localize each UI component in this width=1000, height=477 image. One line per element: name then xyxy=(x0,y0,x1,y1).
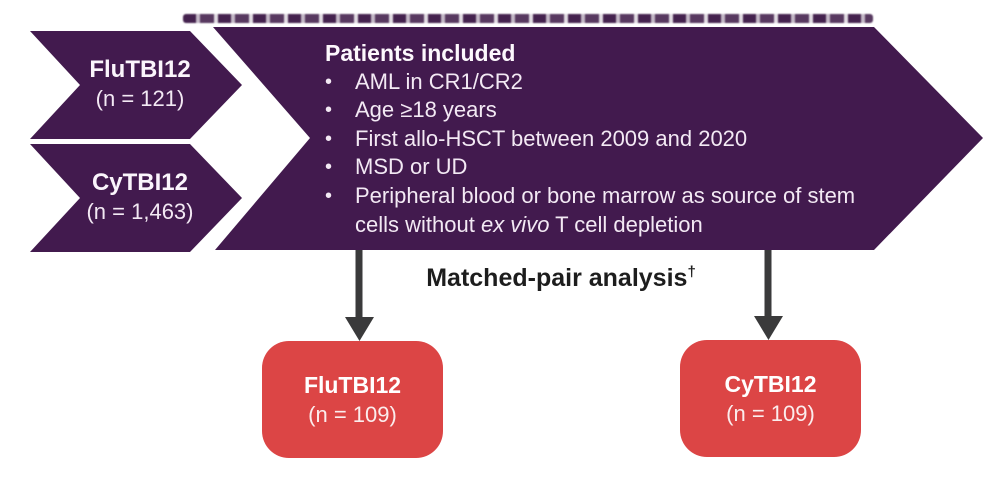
bullet-icon: • xyxy=(325,127,333,150)
cytbi12-chevron-shape xyxy=(30,144,242,252)
flutbi12-source-label: FluTBI12 xyxy=(89,56,191,83)
cytbi12-outcome-box: CyTBI12 (n = 109) xyxy=(680,340,861,457)
artifact-strip xyxy=(183,14,873,23)
cytbi12-outcome-label: CyTBI12 xyxy=(724,370,817,397)
cytbi12-source-group: CyTBI12 (n = 1,463) xyxy=(55,168,225,226)
bullet-item: • Peripheral blood or bone marrow as sou… xyxy=(325,182,917,239)
bullet-item: • AML in CR1/CR2 xyxy=(325,68,917,97)
flutbi12-source-count: (n = 121) xyxy=(95,86,185,111)
inclusion-criteria: Patients included • AML in CR1/CR2 • Age… xyxy=(325,39,917,239)
matched-pair-note-text: Matched-pair analysis xyxy=(426,264,688,292)
bullet-item: • First allo-HSCT between 2009 and 2020 xyxy=(325,125,917,154)
bullet-text-italic: ex vivo xyxy=(480,211,550,237)
flutbi12-outcome-box: FluTBI12 (n = 109) xyxy=(262,341,443,458)
bullet-icon: • xyxy=(325,70,333,93)
flutbi12-outcome-label: FluTBI12 xyxy=(303,371,402,398)
inclusion-banner-shape xyxy=(213,27,983,250)
bullet-text-line1: Peripheral blood or bone marrow as sourc… xyxy=(355,182,856,208)
bullet-text: AML in CR1/CR2 xyxy=(355,68,523,94)
flutbi12-source-group: FluTBI12 (n = 121) xyxy=(55,55,225,113)
inclusion-title: Patients included xyxy=(325,40,516,66)
bullet-item: • MSD or UD xyxy=(325,153,917,182)
cytbi12-source-count: (n = 1,463) xyxy=(86,199,194,224)
matched-pair-note: Matched-pair analysis† xyxy=(426,264,696,293)
bullet-text: First allo-HSCT between 2009 and 2020 xyxy=(355,125,748,151)
flutbi12-chevron-shape xyxy=(30,31,242,139)
cytbi12-outcome-count: (n = 109) xyxy=(726,400,815,426)
cytbi12-source-label: CyTBI12 xyxy=(91,169,189,196)
bullet-text-line2-pre: cells without xyxy=(355,211,481,237)
down-arrow-right xyxy=(754,250,783,340)
bullet-text-line2: cells without ex vivo T cell depletion xyxy=(355,211,917,240)
bullet-item: • Age ≥18 years xyxy=(325,96,917,125)
bullet-icon: • xyxy=(325,184,333,207)
down-arrow-left xyxy=(345,250,374,341)
bullet-text-line2-post: T cell depletion xyxy=(549,211,703,237)
bullet-text: Age ≥18 years xyxy=(355,97,497,123)
bullet-text: MSD or UD xyxy=(355,154,468,180)
bullet-icon: • xyxy=(325,99,333,122)
flutbi12-outcome-count: (n = 109) xyxy=(308,401,397,427)
bullet-text: Peripheral blood or bone marrow as sourc… xyxy=(355,182,917,239)
dagger-icon: † xyxy=(687,263,696,281)
bullet-icon: • xyxy=(325,156,333,179)
